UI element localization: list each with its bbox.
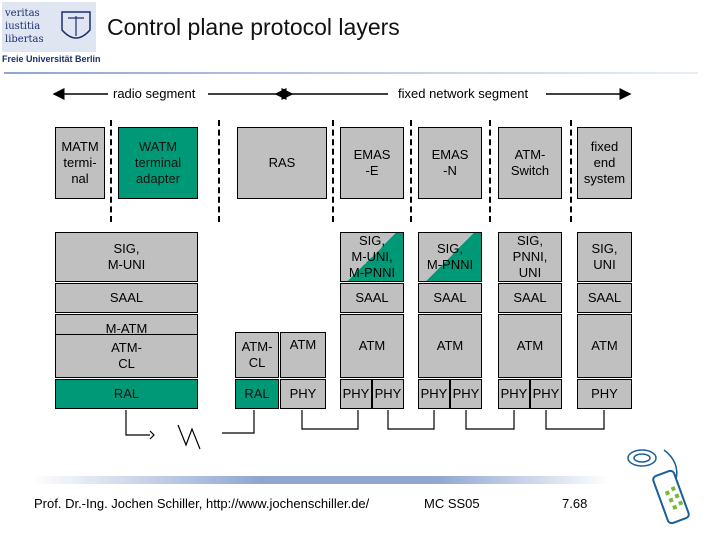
emas-n-saal-layer: SAAL bbox=[418, 283, 482, 313]
university-logo-icon: veritas iustitia libertas Freie Universi… bbox=[2, 2, 101, 66]
footer-course: MC SS05 bbox=[424, 496, 480, 511]
mobile-phone-icon bbox=[627, 449, 690, 525]
emas-e-sig-layer: SIG,M-UNI,M-PNNI bbox=[340, 232, 404, 282]
ras-atmcl-layer: ATM-CL bbox=[235, 332, 279, 378]
ras-box: RAS bbox=[237, 127, 327, 199]
ras-ral-layer: RAL bbox=[235, 379, 279, 409]
emas-n-phy2-layer: PHY bbox=[450, 379, 482, 409]
left-ral-layer: RAL bbox=[55, 379, 198, 409]
footer-divider bbox=[30, 476, 610, 484]
separator-5 bbox=[489, 120, 491, 222]
switch-phy2-layer: PHY bbox=[530, 379, 562, 409]
emas-e-phy1-layer: PHY bbox=[340, 379, 372, 409]
end-saal-layer: SAAL bbox=[577, 283, 632, 313]
ras-phy-layer: PHY bbox=[280, 379, 326, 409]
fixed-segment-label: fixed network segment bbox=[398, 86, 529, 101]
segment-arrows bbox=[52, 88, 632, 100]
footer-page-number: 7.68 bbox=[562, 496, 588, 511]
footer-author: Prof. Dr.-Ing. Jochen Schiller, http://w… bbox=[34, 496, 370, 511]
end-phy-layer: PHY bbox=[577, 379, 632, 409]
emas-n-atm-layer: ATM bbox=[418, 314, 482, 378]
left-atmcl-layer: ATM-CL bbox=[55, 334, 198, 378]
logo-line3: libertas bbox=[5, 34, 44, 45]
emas-e-box: EMAS-E bbox=[340, 127, 404, 199]
left-saal-layer: SAAL bbox=[55, 283, 198, 313]
university-name: Freie Universität Berlin bbox=[2, 54, 101, 64]
separator-3 bbox=[332, 120, 334, 222]
emas-e-atm-layer: ATM bbox=[340, 314, 404, 378]
end-atm-layer: ATM bbox=[577, 314, 632, 378]
radio-segment-label: radio segment bbox=[113, 86, 196, 101]
separator-1 bbox=[110, 120, 112, 222]
switch-saal-layer: SAAL bbox=[498, 283, 562, 313]
switch-sig-layer: SIG,PNNI,UNI bbox=[498, 232, 562, 282]
logo-line1: veritas bbox=[5, 8, 40, 19]
logo-seal-area bbox=[2, 2, 96, 52]
seal-icon bbox=[61, 11, 91, 39]
emas-n-box: EMAS-N bbox=[418, 127, 482, 199]
logo-line2: iustitia bbox=[5, 21, 41, 32]
switch-atm-layer: ATM bbox=[498, 314, 562, 378]
ras-atm-layer: ATM bbox=[280, 332, 326, 378]
separator-6 bbox=[570, 120, 572, 222]
emas-e-saal-layer: SAAL bbox=[340, 283, 404, 313]
connection-lines bbox=[125, 410, 605, 450]
separator-4 bbox=[410, 120, 412, 222]
separator-2 bbox=[218, 120, 220, 222]
emas-n-phy1-layer: PHY bbox=[418, 379, 450, 409]
left-sig-layer: SIG,M-UNI bbox=[55, 232, 198, 282]
emas-n-sig-layer: SIG,M-PNNI bbox=[418, 232, 482, 282]
title-divider bbox=[4, 72, 698, 74]
end-sig-layer: SIG,UNI bbox=[577, 232, 632, 282]
switch-phy1-layer: PHY bbox=[498, 379, 530, 409]
atm-switch-box: ATM-Switch bbox=[498, 127, 562, 199]
emas-e-phy2-layer: PHY bbox=[372, 379, 404, 409]
page-title: Control plane protocol layers bbox=[107, 14, 400, 40]
